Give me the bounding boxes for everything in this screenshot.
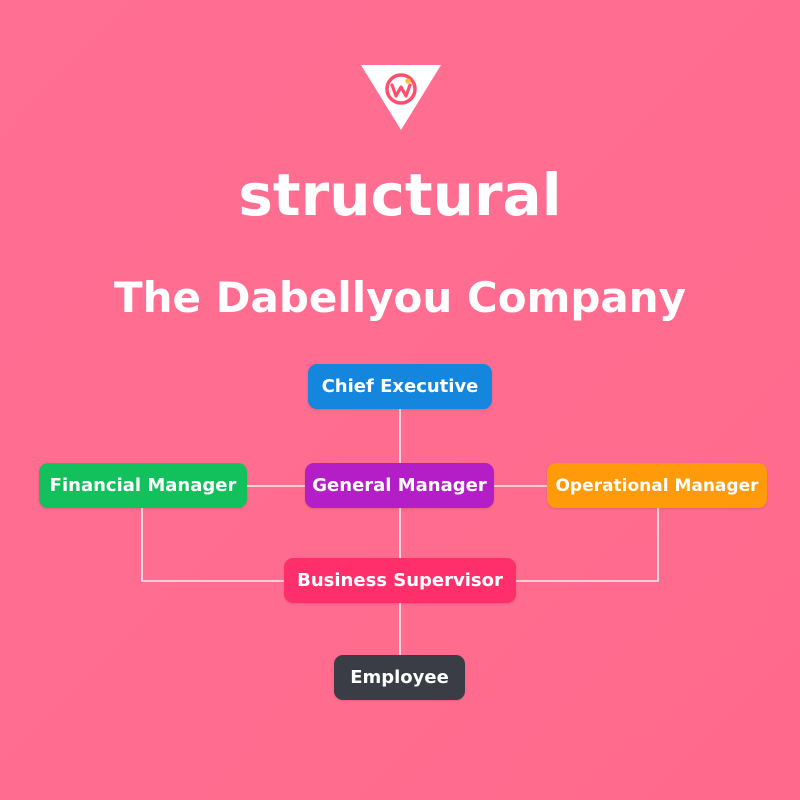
- triangle-w-logo-icon: [361, 65, 441, 130]
- page-title: structural: [238, 161, 562, 229]
- node-financial-manager: Financial Manager: [39, 463, 247, 508]
- node-business-supervisor: Business Supervisor: [284, 558, 516, 603]
- node-operational-manager: Operational Manager: [547, 463, 767, 508]
- company-name: The Dabellyou Company: [113, 273, 687, 322]
- node-chief-executive: Chief Executive: [308, 364, 492, 409]
- node-general-manager: General Manager: [305, 463, 494, 508]
- connector-financial-business: [141, 508, 284, 582]
- node-employee: Employee: [334, 655, 465, 700]
- connector-operational-business: [516, 508, 659, 582]
